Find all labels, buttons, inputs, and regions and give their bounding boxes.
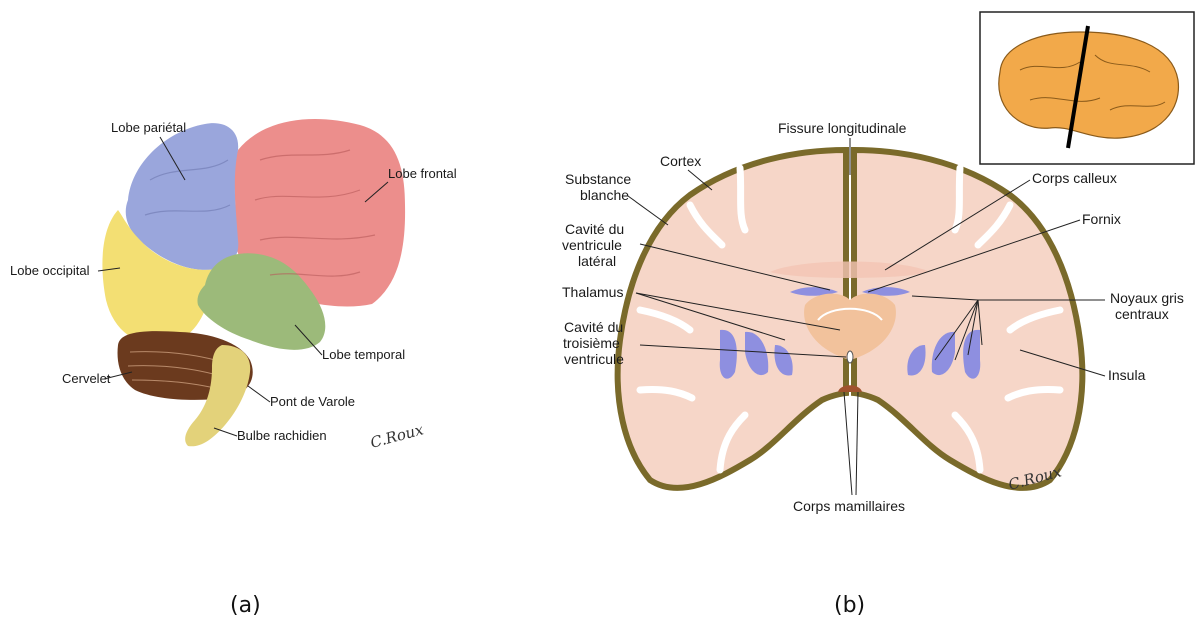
label-noyaux-line1: Noyaux gris	[1110, 290, 1184, 306]
leader-mamillaires-2	[856, 392, 858, 495]
label-lobe-occipital: Lobe occipital	[10, 263, 90, 278]
caption-a: (a)	[230, 593, 261, 618]
label-fissure-longitudinale: Fissure longitudinale	[778, 120, 907, 136]
leader-pont	[248, 386, 270, 402]
label-thalamus: Thalamus	[562, 284, 623, 300]
label-insula: Insula	[1108, 367, 1146, 383]
third-ventricle	[847, 351, 853, 363]
label-cav-lat-line2: ventricule	[562, 237, 622, 253]
label-substance-line2: blanche	[580, 187, 629, 203]
label-cav3-line1: Cavité du	[564, 319, 623, 335]
label-cervelet: Cervelet	[62, 371, 111, 386]
leader-substance	[628, 196, 668, 225]
label-cortex: Cortex	[660, 153, 701, 169]
caption-b: (b)	[834, 593, 865, 618]
label-cav-lat-line1: Cavité du	[565, 221, 624, 237]
panel-b-coronal-section: Fissure longitudinale Cortex Substance b…	[562, 12, 1194, 618]
label-substance-line1: Substance	[565, 171, 631, 187]
label-noyaux-line2: centraux	[1115, 306, 1169, 322]
leader-mamillaires-1	[844, 392, 852, 495]
label-cav-lat-line3: latéral	[578, 253, 616, 269]
label-lobe-parietal: Lobe pariétal	[111, 120, 186, 135]
label-cav3-line2: troisième	[563, 335, 620, 351]
label-pont-de-varole: Pont de Varole	[270, 394, 355, 409]
label-corps-calleux: Corps calleux	[1032, 170, 1117, 186]
label-lobe-frontal: Lobe frontal	[388, 166, 457, 181]
inset-brain	[999, 32, 1179, 138]
label-corps-mamillaires: Corps mamillaires	[793, 498, 905, 514]
label-cav3-line3: ventricule	[564, 351, 624, 367]
label-bulbe-rachidien: Bulbe rachidien	[237, 428, 327, 443]
label-lobe-temporal: Lobe temporal	[322, 347, 405, 362]
label-fornix: Fornix	[1082, 211, 1121, 227]
panel-a-lateral-brain: Lobe pariétal Lobe frontal Lobe occipita…	[10, 119, 457, 618]
signature-a: C.Roux	[368, 420, 425, 452]
